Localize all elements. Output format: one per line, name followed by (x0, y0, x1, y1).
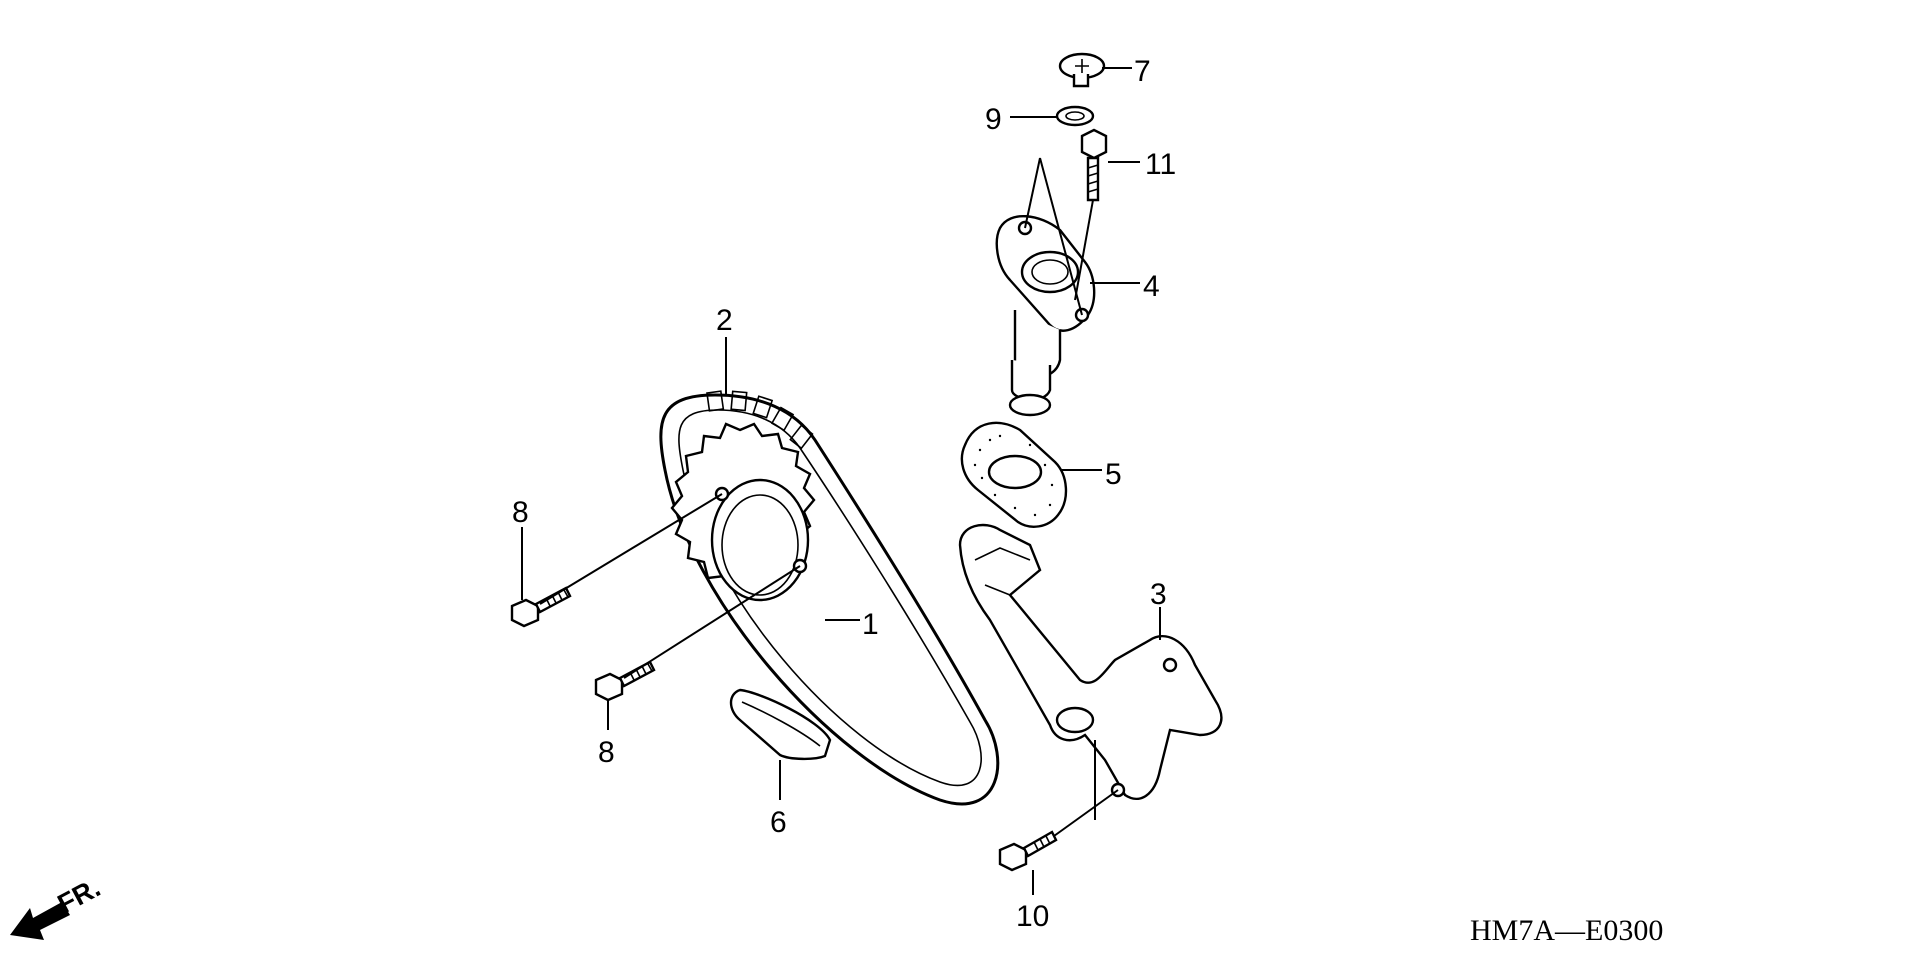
callout-11: 11 (1145, 148, 1176, 181)
cam-sprocket (670, 422, 816, 602)
tensioner-arm-bolt (998, 830, 1058, 872)
diagram-code: HM7A—E0300 (1470, 914, 1663, 947)
sealing-washer (1055, 105, 1095, 127)
callout-8-upper: 8 (512, 496, 529, 529)
front-arrow-icon (10, 902, 70, 940)
callout-7: 7 (1134, 55, 1151, 88)
callout-2: 2 (716, 304, 733, 337)
callout-1: 1 (862, 608, 879, 641)
tensioner-gasket (960, 421, 1068, 528)
callout-9: 9 (985, 103, 1002, 136)
tensioner-bolt (1080, 128, 1108, 202)
callout-3: 3 (1150, 578, 1167, 611)
callout-5: 5 (1105, 458, 1122, 491)
cam-chain-tensioner-arm (958, 523, 1223, 801)
sprocket-bolt-upper (510, 586, 572, 628)
callout-numbers: 1 2 3 4 5 6 7 8 8 9 10 11 (512, 55, 1176, 933)
front-direction-indicator: FR. (10, 872, 105, 940)
callout-6: 6 (770, 806, 787, 839)
callout-4: 4 (1143, 270, 1160, 303)
callout-8-lower: 8 (598, 736, 615, 769)
chain-guide-block (729, 688, 832, 761)
cam-chain-tensioner-lifter (995, 214, 1096, 417)
tensioner-sealing-bolt (1058, 52, 1106, 88)
callout-10: 10 (1016, 900, 1049, 933)
sprocket-bolt-lower (594, 660, 656, 702)
leader-lines (521, 67, 1161, 895)
